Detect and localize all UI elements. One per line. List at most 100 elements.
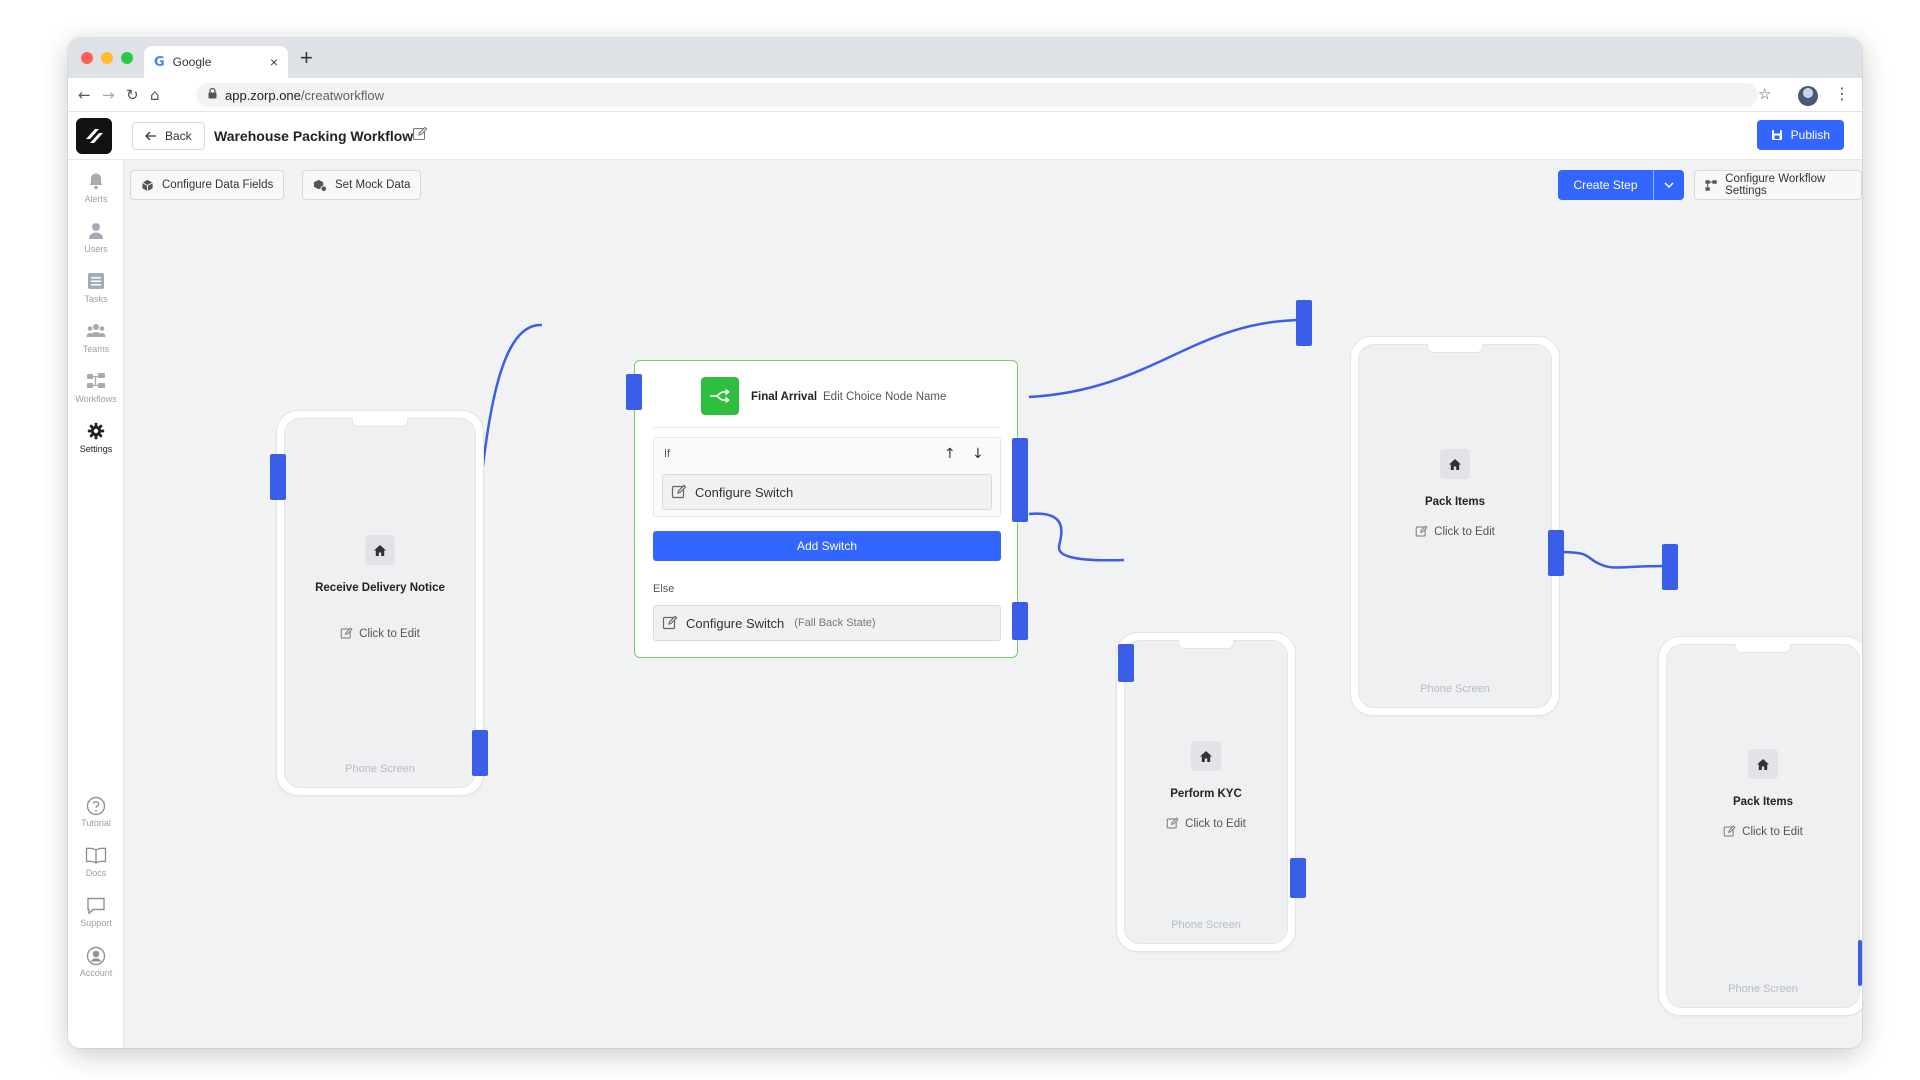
phone-screen-label: Phone Screen bbox=[1420, 683, 1490, 695]
output-handle[interactable] bbox=[1290, 858, 1306, 898]
choice-input-handle[interactable] bbox=[626, 374, 642, 410]
browser-tab[interactable]: G Google × bbox=[144, 46, 288, 78]
forward-arrow-icon[interactable]: → bbox=[102, 86, 115, 104]
sidebar-item-label: Tasks bbox=[84, 294, 108, 304]
click-to-edit-label: Click to Edit bbox=[1742, 825, 1803, 838]
edge-pack-items-to-pack-items[interactable] bbox=[1558, 550, 1667, 569]
sidebar-item-label: Support bbox=[80, 918, 112, 928]
sidebar-item-teams[interactable]: Teams bbox=[68, 322, 124, 354]
edge-choice-to-pack-items[interactable] bbox=[1028, 318, 1305, 399]
step-node-receive-delivery-notice[interactable]: Receive Delivery Notice Click to Edit Ph… bbox=[276, 410, 484, 796]
if-condition-box: If ↑ ↓ Configure Switch bbox=[653, 437, 1001, 517]
step-name: Receive Delivery Notice bbox=[315, 582, 445, 594]
app-header: Back Warehouse Packing Workflow Publish bbox=[68, 112, 1862, 160]
gear-icon bbox=[87, 422, 105, 440]
list-icon bbox=[88, 273, 104, 289]
sidebar-item-users[interactable]: Users bbox=[68, 222, 124, 254]
choice-else-output-handle[interactable] bbox=[1012, 602, 1028, 640]
create-step-button[interactable]: Create Step bbox=[1558, 170, 1684, 200]
click-to-edit-label: Click to Edit bbox=[1434, 525, 1495, 538]
click-to-edit-label: Click to Edit bbox=[359, 627, 420, 640]
choice-node-final-arrival[interactable]: Final Arrival Edit Choice Node Name If ↑… bbox=[634, 360, 1018, 658]
workflow-icon bbox=[87, 373, 105, 388]
move-down-icon[interactable]: ↓ bbox=[972, 446, 984, 462]
sidebar-item-settings[interactable]: Settings bbox=[68, 422, 124, 454]
bookmark-star-icon[interactable]: ☆ bbox=[1758, 85, 1772, 103]
book-icon bbox=[85, 847, 107, 864]
save-icon bbox=[1771, 130, 1782, 140]
step-node-pack-items-1[interactable]: Pack Items Click to Edit Phone Screen bbox=[1350, 336, 1560, 716]
workflow-canvas[interactable]: Configure Data Fields Set Mock Data Crea… bbox=[124, 160, 1862, 1048]
click-to-edit[interactable]: Click to Edit bbox=[1125, 817, 1287, 830]
profile-avatar[interactable] bbox=[1798, 86, 1818, 106]
reload-icon[interactable]: ↻ bbox=[126, 86, 139, 104]
click-to-edit[interactable]: Click to Edit bbox=[1667, 825, 1859, 838]
maximize-window-button[interactable] bbox=[121, 52, 133, 64]
sidebar-item-label: Docs bbox=[85, 868, 107, 878]
output-handle[interactable] bbox=[1548, 530, 1564, 576]
zorp-logo[interactable] bbox=[76, 118, 112, 154]
edit-icon bbox=[671, 484, 687, 499]
sidebar-item-tasks[interactable]: Tasks bbox=[68, 272, 124, 304]
configure-switch-if[interactable]: Configure Switch bbox=[662, 474, 992, 510]
phone-screen: Pack Items Click to Edit Phone Screen bbox=[1358, 344, 1552, 708]
edit-title-icon[interactable] bbox=[412, 126, 428, 142]
configure-switch-label: Configure Switch bbox=[686, 615, 785, 631]
step-node-pack-items-2[interactable]: Pack Items Click to Edit Phone Screen bbox=[1658, 636, 1862, 1016]
click-to-edit[interactable]: Click to Edit bbox=[1359, 525, 1551, 538]
phone-screen-label: Phone Screen bbox=[1728, 983, 1798, 995]
sidebar-item-support[interactable]: Support bbox=[68, 896, 124, 928]
create-step-dropdown[interactable] bbox=[1654, 170, 1684, 200]
configure-data-fields-button[interactable]: Configure Data Fields bbox=[130, 170, 285, 200]
browser-menu-icon[interactable]: ⋮ bbox=[1834, 84, 1850, 103]
new-tab-button[interactable]: + bbox=[300, 45, 313, 70]
cube-icon bbox=[142, 179, 153, 191]
output-handle[interactable] bbox=[472, 730, 488, 776]
sidebar-item-label: Settings bbox=[79, 444, 113, 454]
home-icon bbox=[1191, 741, 1221, 771]
input-handle[interactable] bbox=[1662, 544, 1678, 590]
add-switch-button[interactable]: Add Switch bbox=[653, 531, 1001, 561]
minimize-window-button[interactable] bbox=[101, 52, 113, 64]
create-step-main[interactable]: Create Step bbox=[1558, 170, 1654, 200]
arrow-left-icon bbox=[145, 131, 156, 141]
sidebar-item-tutorial[interactable]: Tutorial bbox=[68, 796, 124, 828]
close-window-button[interactable] bbox=[81, 52, 93, 64]
sidebar-item-label: Account bbox=[79, 968, 113, 978]
choice-if-output-handle[interactable] bbox=[1012, 438, 1028, 522]
publish-button-label: Publish bbox=[1790, 128, 1830, 142]
edge-choice-to-kyc[interactable] bbox=[1028, 512, 1125, 562]
configure-data-fields-label: Configure Data Fields bbox=[162, 179, 274, 191]
sidebar-item-label: Users bbox=[84, 244, 108, 254]
sidebar-item-account[interactable]: Account bbox=[68, 946, 124, 978]
click-to-edit[interactable]: Click to Edit bbox=[285, 627, 475, 640]
publish-button[interactable]: Publish bbox=[1756, 120, 1844, 150]
configure-switch-label: Configure Switch bbox=[695, 484, 794, 500]
edit-choice-node-name-link[interactable]: Edit Choice Node Name bbox=[823, 391, 947, 403]
configure-switch-else[interactable]: Configure Switch (Fall Back State) bbox=[653, 605, 1001, 641]
input-handle[interactable] bbox=[1296, 300, 1312, 346]
step-node-perform-kyc[interactable]: Perform KYC Click to Edit Phone Screen bbox=[1116, 632, 1296, 952]
sidebar-item-label: Tutorial bbox=[81, 818, 111, 828]
output-handle[interactable] bbox=[1858, 940, 1862, 986]
move-up-icon[interactable]: ↑ bbox=[944, 446, 956, 462]
configure-workflow-settings-button[interactable]: Configure Workflow Settings bbox=[1694, 170, 1862, 200]
browser-tab-bar: G Google × + bbox=[68, 38, 1862, 78]
tab-close-icon[interactable]: × bbox=[269, 54, 278, 70]
sidebar-item-docs[interactable]: Docs bbox=[68, 846, 124, 878]
sidebar-item-workflows[interactable]: Workflows bbox=[68, 372, 124, 404]
input-handle[interactable] bbox=[1118, 644, 1134, 682]
edit-icon bbox=[662, 615, 678, 630]
back-arrow-icon[interactable]: ← bbox=[78, 86, 91, 104]
home-icon[interactable]: ⌂ bbox=[150, 86, 160, 104]
back-button[interactable]: Back bbox=[132, 122, 205, 150]
sidebar-item-label: Workflows bbox=[75, 394, 117, 404]
branch-icon bbox=[701, 377, 739, 415]
browser-window: G Google × + ← → ↻ ⌂ app.zorp.one/creatw… bbox=[68, 38, 1862, 1048]
zorp-logo-icon bbox=[86, 129, 103, 143]
input-handle[interactable] bbox=[270, 454, 286, 500]
set-mock-data-button[interactable]: Set Mock Data bbox=[302, 170, 422, 200]
sidebar-item-label: Alerts bbox=[84, 194, 108, 204]
sidebar-item-alerts[interactable]: Alerts bbox=[68, 172, 124, 204]
url-field[interactable]: app.zorp.one/creatworkflow bbox=[196, 83, 1758, 107]
